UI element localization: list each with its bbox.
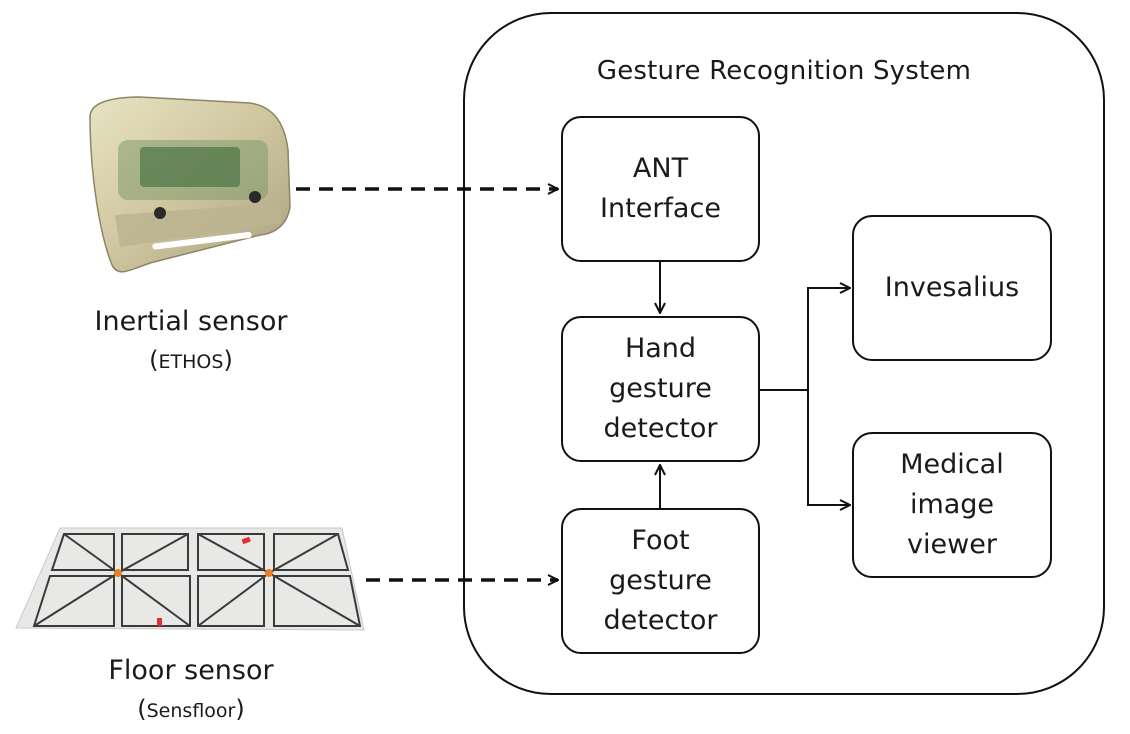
hand-gesture-detector-label: Hand gesture detector [603,333,718,444]
floor-sensor-image [15,527,365,631]
invesalius-block: Invesalius [852,215,1052,361]
floor-sensor-name: Floor sensor [108,655,274,686]
inertial-sensor-name: Inertial sensor [94,306,288,337]
ant-interface-block: ANT Interface [561,116,760,262]
inertial-sensor-image [89,96,291,273]
foot-gesture-detector-block: Foot gesture detector [561,508,760,654]
system-title: Gesture Recognition System [596,56,972,86]
inertial-sensor-model: ETHOS [158,351,224,373]
hand-gesture-detector-block: Hand gesture detector [561,316,760,462]
floor-sensor-caption: Floor sensor (Sensfloor) [60,652,322,730]
medical-image-viewer-block: Medical image viewer [852,432,1052,578]
hand-to-invesalius-arrow [807,288,850,390]
invesalius-label: Invesalius [884,272,1020,303]
gesture-recognition-system-container [463,12,1105,695]
inertial-sensor-caption: Inertial sensor (ETHOS) [60,303,322,381]
hand-to-viewer-arrow [807,390,850,505]
inertial-sensor-model-line: (ETHOS) [149,346,233,374]
foot-gesture-detector-label: Foot gesture detector [603,525,718,636]
floor-sensor-model: Sensfloor [146,700,236,722]
ant-interface-label: ANT Interface [600,153,721,224]
floor-sensor-model-line: (Sensfloor) [137,695,245,723]
medical-image-viewer-label: Medical image viewer [900,449,1004,560]
